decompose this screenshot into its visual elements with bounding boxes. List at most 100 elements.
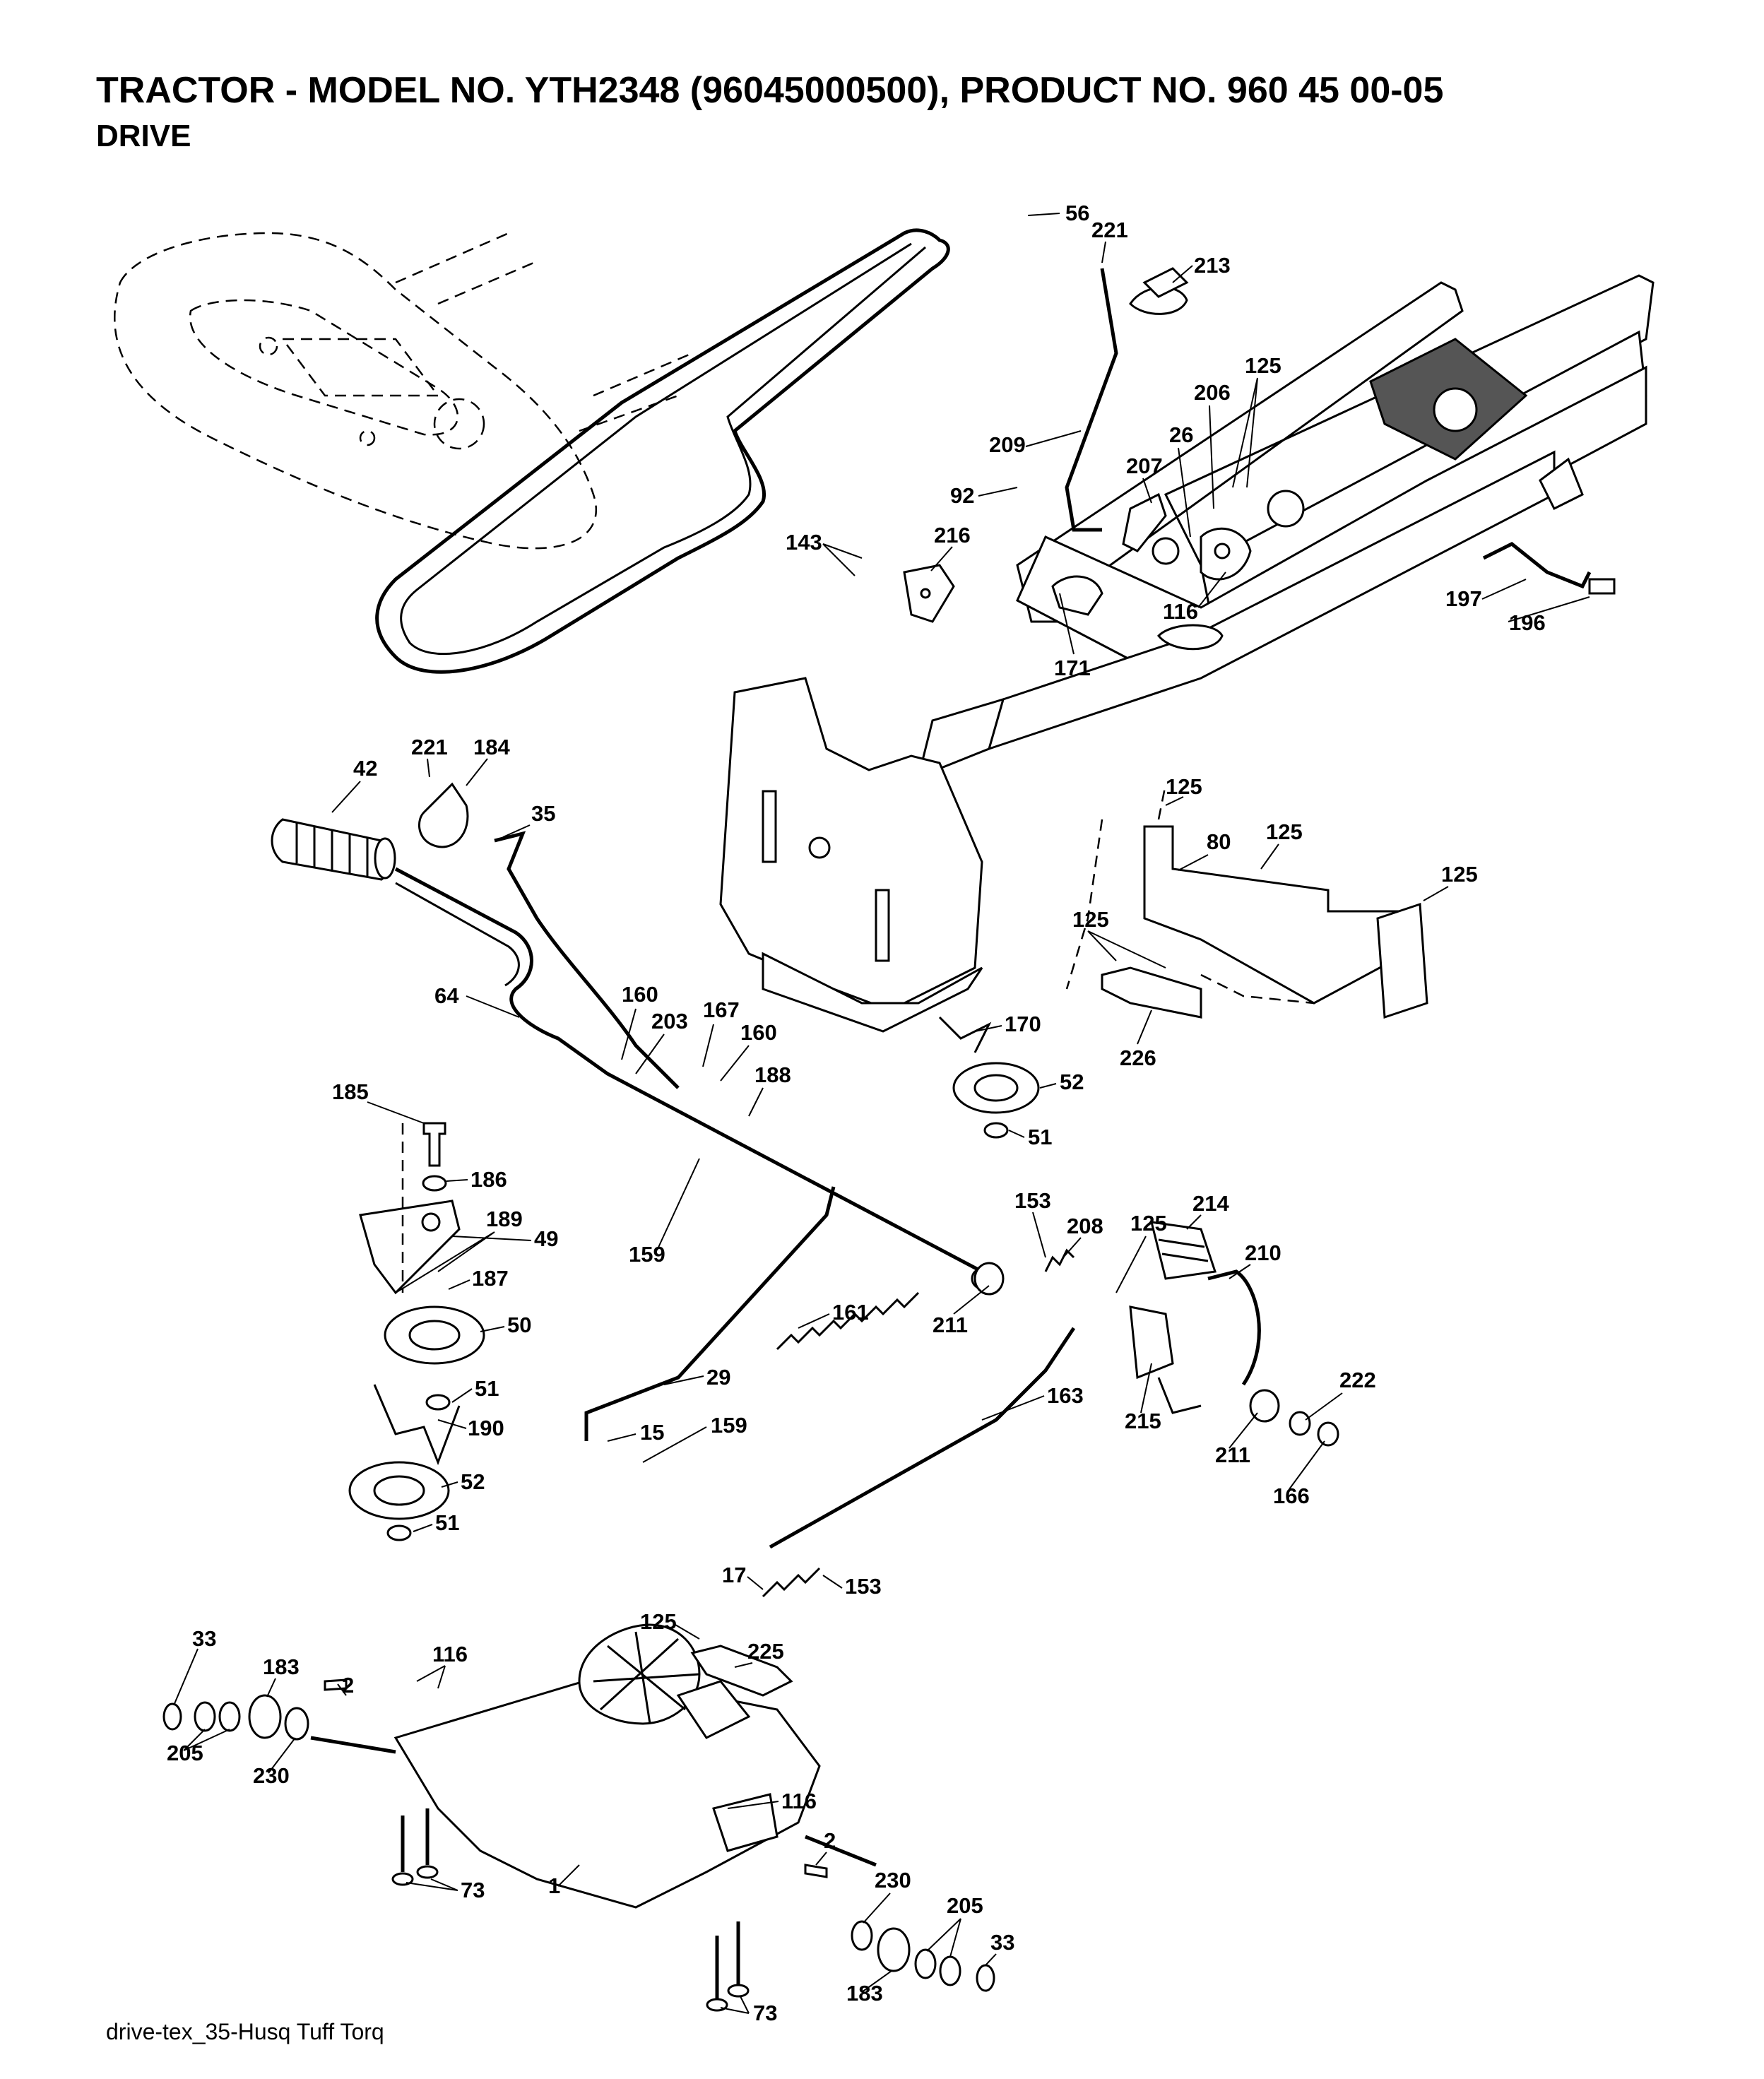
callout-167: 167	[703, 997, 740, 1022]
callout-161: 161	[832, 1300, 869, 1325]
callout-190: 190	[468, 1416, 504, 1440]
control-lever-209	[1065, 267, 1189, 532]
callout-52: 52	[1060, 1070, 1084, 1094]
bracket-207	[1122, 492, 1252, 581]
callout-116: 116	[1163, 599, 1198, 624]
callout-222: 222	[1339, 1368, 1376, 1392]
callout-206: 206	[1194, 380, 1231, 405]
bolts-73	[391, 1808, 750, 2012]
callout-143: 143	[786, 530, 822, 555]
callout-183b: 183	[846, 1981, 883, 2006]
idler-pulley-right	[938, 1016, 1040, 1139]
drive-belt	[375, 228, 950, 674]
handle-grip	[271, 818, 396, 881]
callout-207: 207	[1126, 454, 1163, 478]
callout-17: 17	[722, 1563, 746, 1587]
washers-211-222-166	[973, 1262, 1339, 1447]
callout-209: 209	[989, 432, 1026, 457]
callout-153b: 153	[845, 1574, 882, 1599]
callout-208: 208	[1067, 1214, 1103, 1238]
knob-184	[418, 782, 469, 848]
spring-161	[776, 1291, 920, 1351]
callout-49: 49	[534, 1226, 558, 1251]
callout-56: 56	[1065, 201, 1089, 225]
callout-labels: 56 221 213 125 206 209 26 207 92 143 216…	[167, 201, 1546, 2025]
callout-125d: 125	[1441, 862, 1478, 887]
callout-116b: 116	[432, 1642, 468, 1666]
callout-26: 26	[1169, 422, 1193, 447]
callout-160: 160	[622, 982, 658, 1007]
callout-226: 226	[1120, 1046, 1156, 1070]
pulley-50	[384, 1305, 485, 1411]
page-title: TRACTOR - MODEL NO. YTH2348 (96045000500…	[96, 70, 1444, 111]
axle-parts-right	[804, 1864, 995, 1992]
callout-186: 186	[470, 1167, 507, 1192]
callout-230b: 230	[875, 1868, 911, 1893]
callout-214: 214	[1192, 1191, 1229, 1216]
pedal-214	[1150, 1221, 1261, 1386]
callout-189: 189	[486, 1207, 523, 1231]
callout-188: 188	[754, 1062, 791, 1087]
rod-197	[1482, 542, 1616, 595]
seat-deck-outline	[114, 232, 693, 550]
leader-lines	[173, 213, 1590, 2014]
callout-125g: 125	[640, 1609, 677, 1634]
bolt-185-186	[401, 1122, 447, 1293]
callout-73b: 73	[753, 2001, 777, 2025]
callout-125c: 125	[1266, 819, 1303, 844]
diagram-reference: drive-tex_35-Husq Tuff Torq	[106, 2019, 384, 2044]
callout-116c: 116	[781, 1789, 817, 1813]
rod-29	[584, 1186, 836, 1441]
callout-160b: 160	[740, 1020, 777, 1045]
callout-125f: 125	[1130, 1211, 1167, 1236]
callout-42: 42	[353, 756, 377, 781]
callout-125: 125	[1245, 353, 1281, 378]
callout-2b: 2	[824, 1828, 836, 1853]
callout-33b: 33	[990, 1930, 1014, 1955]
callout-225: 225	[747, 1639, 784, 1664]
bracket-216	[903, 564, 955, 623]
spring-17	[762, 1567, 821, 1598]
callout-15: 15	[640, 1420, 664, 1445]
callout-221b: 221	[411, 735, 448, 759]
callout-187: 187	[472, 1266, 509, 1291]
callout-51b: 51	[475, 1376, 499, 1401]
spring-208	[1044, 1248, 1075, 1272]
callout-210: 210	[1245, 1240, 1281, 1265]
callout-196: 196	[1509, 610, 1546, 635]
callout-51c: 51	[435, 1510, 459, 1535]
callout-35: 35	[531, 801, 555, 826]
callout-92: 92	[950, 483, 974, 508]
callout-2: 2	[342, 1673, 354, 1698]
idler-arm-189	[359, 1200, 461, 1295]
callout-213: 213	[1194, 253, 1231, 278]
tractor-frame	[719, 274, 1655, 1033]
callout-170: 170	[1005, 1012, 1041, 1036]
axle-parts-left	[162, 1678, 348, 1741]
callout-153: 153	[1014, 1188, 1051, 1213]
callout-215: 215	[1125, 1409, 1161, 1433]
callout-211b: 211	[1215, 1443, 1250, 1467]
callout-216: 216	[934, 523, 971, 547]
callout-125b: 125	[1166, 774, 1202, 799]
callout-185: 185	[332, 1079, 369, 1104]
pedal-215	[1129, 1305, 1202, 1414]
callout-51: 51	[1028, 1125, 1052, 1149]
callout-166: 166	[1273, 1483, 1310, 1508]
spring-190	[373, 1384, 461, 1466]
section-subtitle: DRIVE	[96, 119, 191, 153]
callout-221: 221	[1091, 218, 1128, 242]
pulley-52-left	[348, 1461, 450, 1541]
callout-29: 29	[706, 1365, 730, 1390]
callout-52b: 52	[461, 1469, 485, 1494]
transaxle	[310, 1623, 877, 1909]
callout-159b: 159	[711, 1413, 747, 1438]
bracket-225	[690, 1645, 793, 1697]
callout-125e: 125	[1072, 907, 1109, 932]
callout-171: 171	[1054, 656, 1091, 680]
callout-80: 80	[1207, 829, 1231, 854]
lever-rod-35	[494, 831, 680, 1089]
callout-197: 197	[1445, 586, 1482, 611]
callout-33: 33	[192, 1626, 216, 1651]
